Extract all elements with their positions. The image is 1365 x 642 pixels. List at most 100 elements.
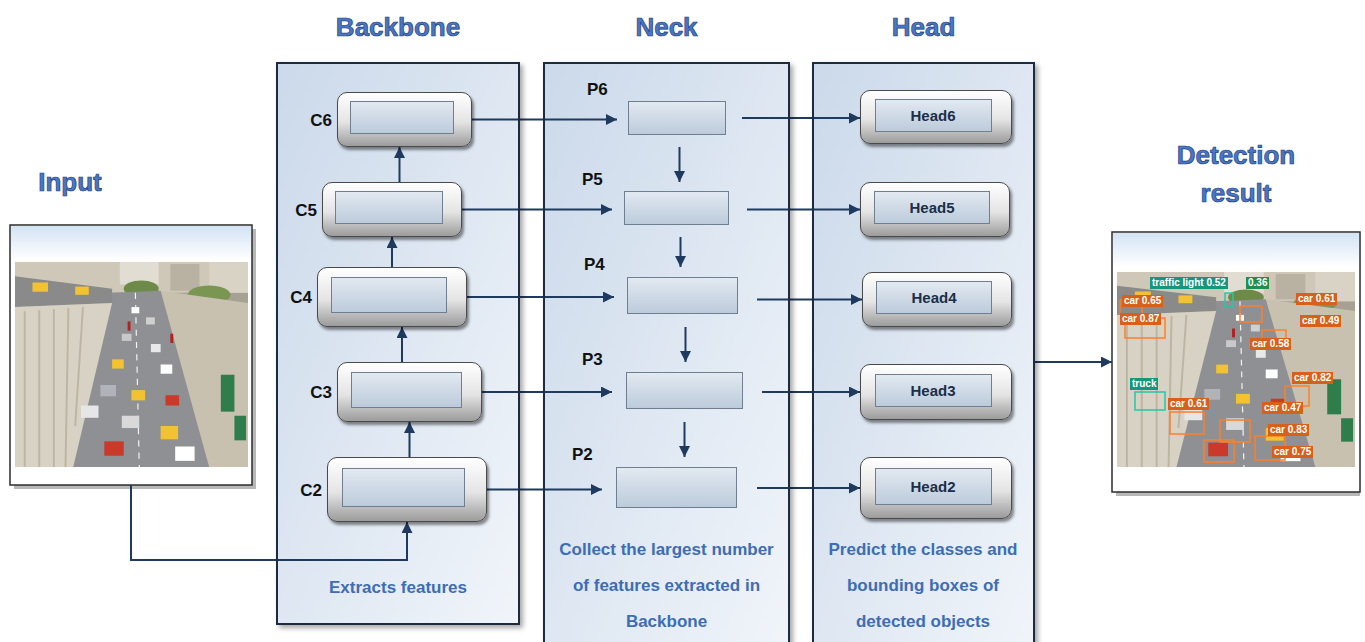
head-label: Head5: [910, 199, 955, 216]
level-label: P5: [582, 170, 610, 190]
feature-panel: [342, 468, 465, 507]
feature-panel: [335, 191, 443, 224]
flow-arrow: [409, 422, 411, 457]
level-label: P4: [584, 255, 612, 275]
detection-tag: car 0.83: [1268, 424, 1309, 436]
pyramid-level-box: P6: [617, 92, 742, 147]
panel-ground: [543, 62, 790, 642]
detection-tag: car 0.82: [1292, 372, 1333, 384]
feature-panel: [627, 277, 739, 314]
feature-map-box: C5: [322, 182, 462, 237]
head-box: Head3: [860, 364, 1012, 420]
text-slot: Head: [814, 10, 1033, 44]
feature-panel: [624, 191, 729, 225]
text-slot: P2: [572, 445, 600, 465]
detection-tag: car 0.61: [1296, 293, 1337, 305]
feature-panel: [628, 101, 726, 135]
detection-tag: car 0.58: [1250, 338, 1291, 350]
level-label: C3: [300, 383, 332, 403]
section-caption: Predict the classes and bounding boxes o…: [823, 532, 1023, 640]
head-label: Head3: [910, 382, 955, 399]
pyramid-level-box: P2: [602, 457, 757, 522]
text-slot: C5: [285, 201, 317, 221]
head-label: Head2: [910, 478, 955, 495]
text-slot: C6: [300, 111, 332, 131]
text-slot: C2: [290, 481, 322, 501]
flow-arrow: [685, 327, 687, 362]
level-label: C6: [300, 111, 332, 131]
text-slot: Predict the classes and bounding boxes o…: [823, 532, 1023, 640]
section-title: Backbone: [278, 10, 518, 44]
section-title: Neck: [545, 10, 788, 44]
section-caption: Collect the largest number of features e…: [559, 532, 774, 640]
feature-map-box: C3: [337, 362, 482, 422]
feature-map-box: C2: [327, 457, 487, 522]
pyramid-level-box: P3: [612, 362, 762, 422]
feature-panel: Head3: [875, 374, 992, 407]
flow-arrow: [757, 299, 862, 301]
feature-panel: [350, 101, 454, 134]
input-picture: [10, 225, 256, 489]
backbone-panel: BackboneExtracts featuresC6C5C4C3C2: [276, 62, 520, 625]
section-title: Detection result: [1151, 136, 1321, 212]
pyramid-level-box: P5: [612, 182, 747, 237]
flow-arrow: [399, 147, 401, 182]
flow-arrow: [391, 237, 393, 267]
flow-arrow: [684, 422, 686, 457]
text-slot: C4: [280, 288, 312, 308]
flow-arrow: [1035, 361, 1112, 363]
head-box: Head2: [860, 457, 1012, 519]
flow-arrow: [467, 296, 614, 298]
text-slot: Extracts features: [286, 574, 510, 602]
level-label: P2: [572, 445, 600, 465]
detection-tag: truck: [1130, 378, 1158, 390]
head-label: Head6: [910, 107, 955, 124]
level-label: C5: [285, 201, 317, 221]
text-slot: P3: [582, 350, 610, 370]
head-box: Head4: [862, 272, 1012, 327]
head-box: Head6: [860, 90, 1012, 144]
level-label: C2: [290, 481, 322, 501]
flow-arrow: [762, 391, 860, 393]
level-label: P3: [582, 350, 610, 370]
feature-panel: Head5: [874, 191, 989, 224]
panel-ground: [276, 62, 520, 625]
detection-tag: car 0.65: [1122, 295, 1163, 307]
detection-tag: traffic light 0.52: [1150, 277, 1228, 289]
feature-panel: [616, 467, 737, 507]
detection-tag: car 0.75: [1272, 446, 1313, 458]
detection-frame: Detection result: [1112, 232, 1360, 492]
text-slot: Detection result: [1151, 136, 1321, 212]
input-frame: Input: [10, 225, 252, 485]
feature-map-box: C4: [317, 267, 467, 327]
flow-arrow: [679, 147, 681, 182]
panel-ground: [812, 62, 1035, 642]
level-label: C4: [280, 288, 312, 308]
text-slot: Input: [10, 165, 130, 199]
text-slot: Neck: [545, 10, 788, 44]
section-caption: Extracts features: [286, 574, 510, 602]
flow-arrow: [680, 237, 682, 267]
detection-picture: [1112, 232, 1360, 496]
feature-panel: [351, 372, 463, 408]
feature-panel: Head4: [876, 281, 991, 314]
section-title: Head: [814, 10, 1033, 44]
flow-arrow: [747, 209, 860, 211]
head-box: Head5: [860, 182, 1010, 237]
text-slot: Backbone: [278, 10, 518, 44]
text-slot: P5: [582, 170, 610, 190]
head-label: Head4: [912, 289, 957, 306]
feature-panel: Head6: [875, 99, 992, 131]
detection-tag: 0.36: [1246, 277, 1269, 289]
detection-tag: car 0.47: [1262, 402, 1303, 414]
flow-arrow: [742, 117, 860, 119]
flow-arrow: [482, 391, 612, 393]
detection-tag: car 0.49: [1300, 315, 1341, 327]
flow-arrow: [401, 327, 403, 362]
level-label: P6: [587, 80, 615, 100]
detection-tag: car 0.87: [1120, 313, 1161, 325]
text-slot: P4: [584, 255, 612, 275]
section-title: Input: [10, 165, 130, 199]
flow-arrow: [757, 487, 860, 489]
